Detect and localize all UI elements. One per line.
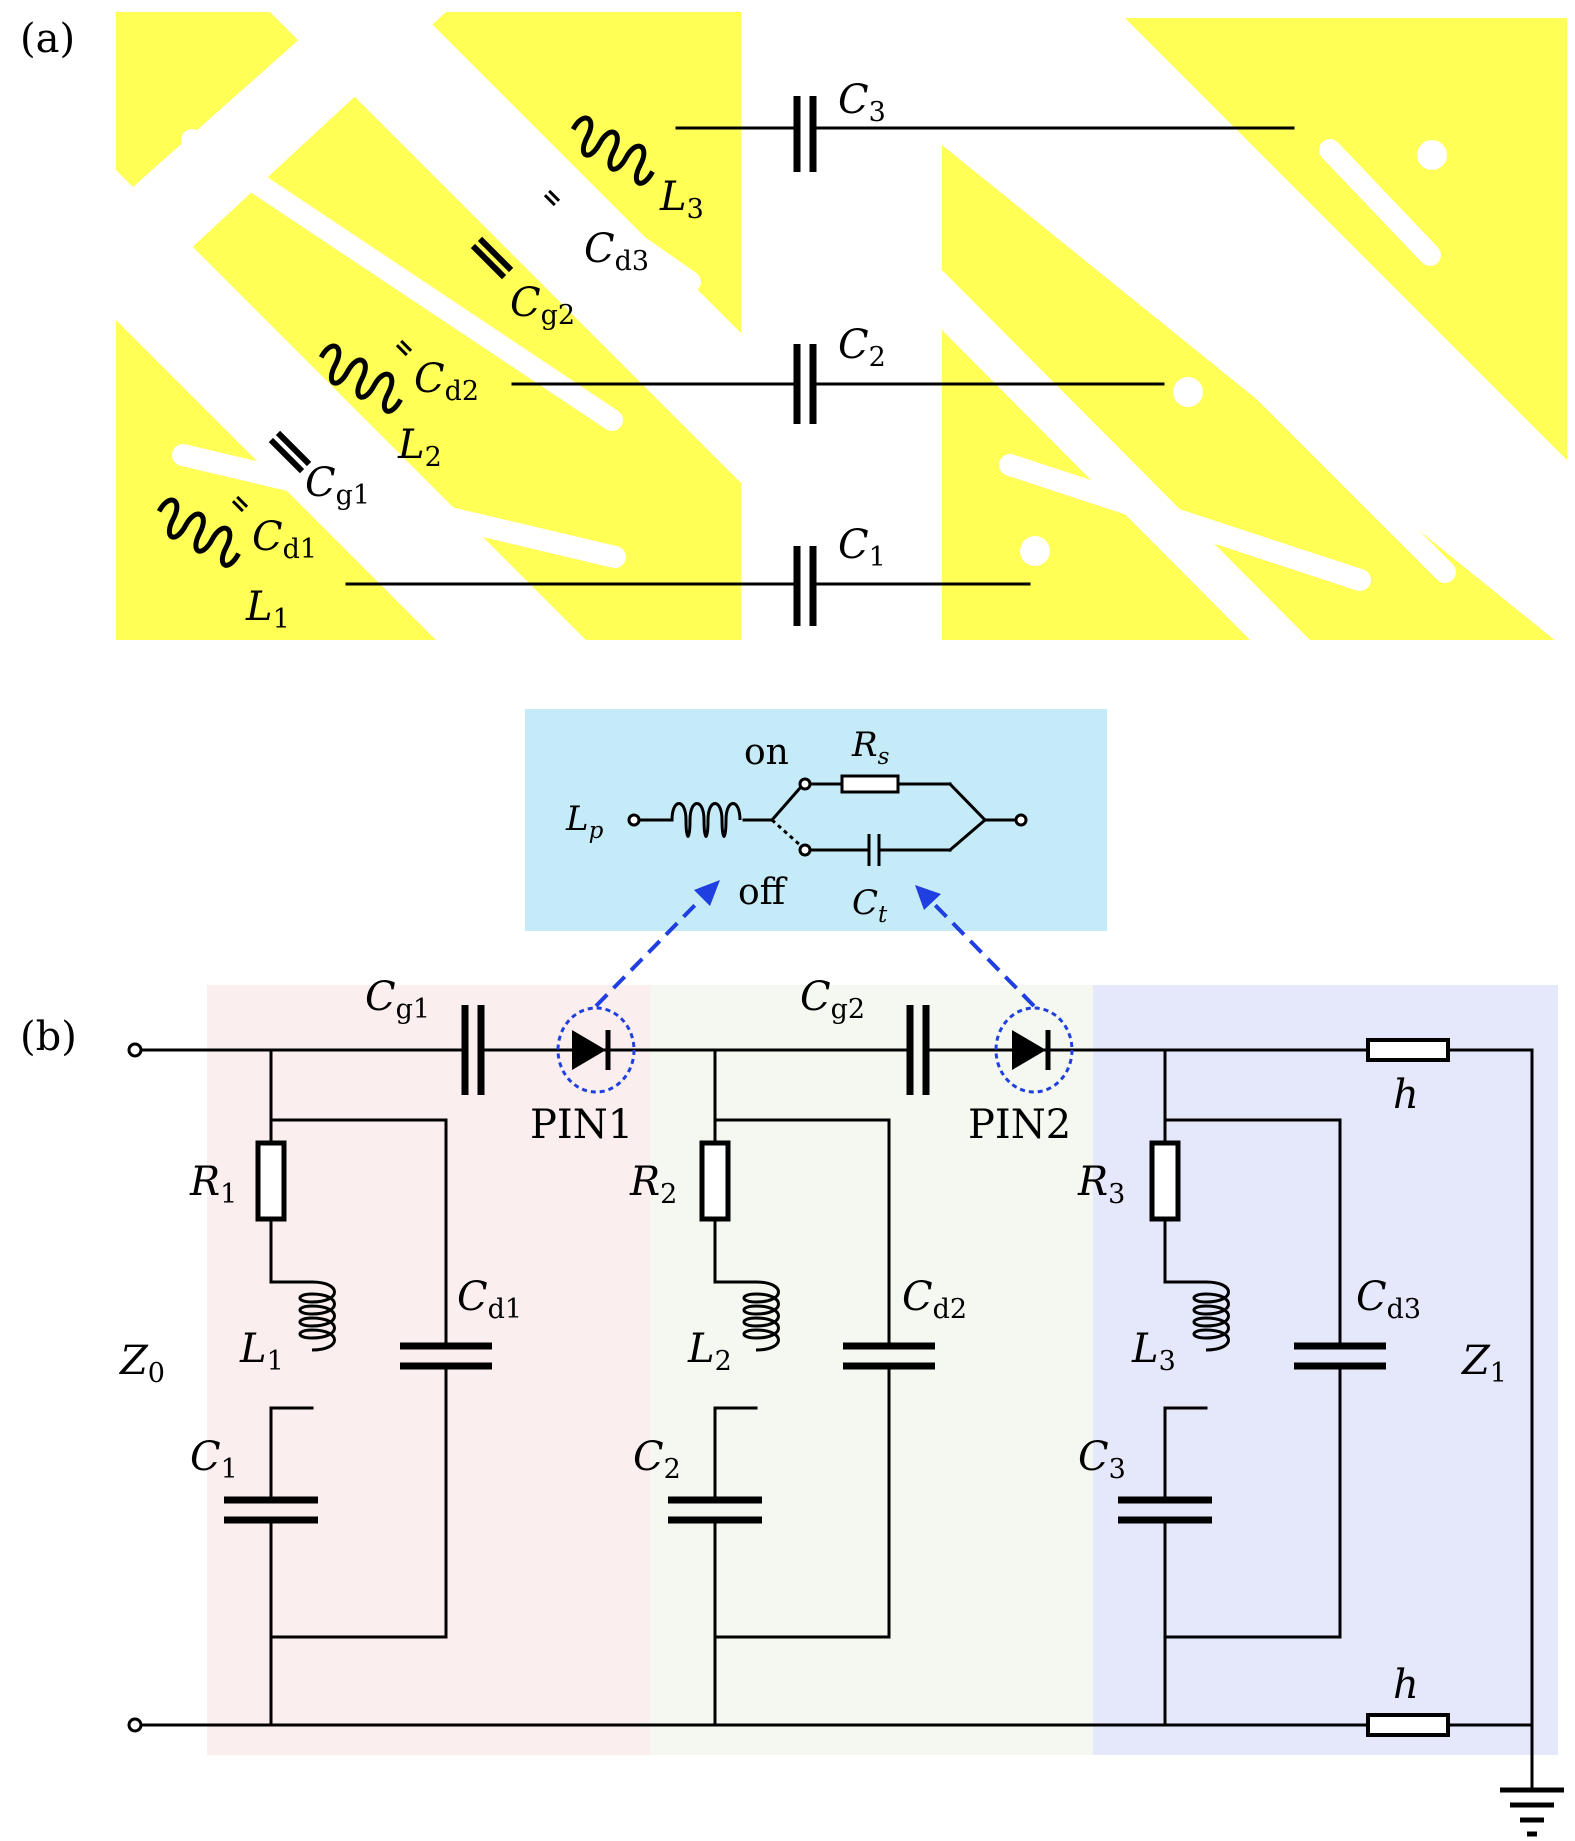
b-label-L1: L1	[239, 1326, 284, 1377]
b-label-C3: C3	[1078, 1434, 1126, 1485]
inductor-L2-icon	[318, 343, 403, 414]
capacitor-Cd1-icon	[231, 495, 249, 513]
inset-label-Rs: Rs	[851, 725, 890, 770]
b-label-h-top: h	[1393, 1072, 1419, 1118]
a-label-C3: C3	[838, 77, 886, 128]
b-label-Cg2: Cg2	[800, 974, 865, 1025]
top-rail	[127, 1038, 1534, 1792]
panel-b-label: (b)	[20, 1014, 77, 1060]
b-label-R2: R2	[629, 1159, 677, 1210]
capacitor-C1	[345, 546, 1031, 626]
b-label-Cd1: Cd1	[457, 1274, 522, 1325]
b-label-L2: L2	[687, 1326, 732, 1377]
b-label-L3: L3	[1131, 1326, 1176, 1377]
shunt-section-3	[1118, 1048, 1386, 1727]
gap-right-bottom	[942, 270, 1310, 640]
b-label-PIN2: PIN2	[968, 1102, 1071, 1148]
slot-r3	[999, 454, 1371, 591]
b-label-Cd2: Cd2	[902, 1274, 967, 1325]
inductor-L3-icon	[570, 115, 655, 186]
unit-cell-right	[942, 18, 1567, 640]
a-label-L2: L2	[397, 422, 442, 473]
b-label-Cg1: Cg1	[365, 974, 430, 1025]
section-3-background	[1093, 985, 1558, 1755]
ground-icon	[1500, 1787, 1564, 1837]
b-label-Cd3: Cd3	[1356, 1274, 1421, 1325]
section-1-background	[207, 985, 650, 1755]
a-label-Cg1: Cg1	[305, 460, 370, 511]
slot-r2	[1319, 139, 1441, 266]
capacitor-Cg1	[461, 1005, 485, 1095]
b-label-C2: C2	[633, 1434, 681, 1485]
b-label-R1: R1	[189, 1159, 237, 1210]
gap-right-top	[942, 18, 1567, 640]
via-r1	[1417, 140, 1447, 170]
via-r2	[1173, 377, 1203, 407]
inset-label-on: on	[744, 732, 789, 773]
b-label-Z1: Z1	[1460, 1338, 1507, 1389]
a-label-L3: L3	[659, 174, 704, 225]
shunt-section-1	[224, 1048, 492, 1727]
inset-label-off: off	[738, 872, 788, 913]
slot-1	[181, 129, 623, 431]
capacitor-C2	[511, 344, 1165, 424]
a-label-Cg2: Cg2	[510, 280, 575, 331]
resistor-h-top	[1366, 1038, 1450, 1062]
a-label-C2: C2	[838, 322, 886, 373]
b-label-R3: R3	[1077, 1159, 1125, 1210]
capacitor-C3	[675, 96, 1295, 172]
inset-label-Lp: Lp	[565, 799, 604, 844]
inductor-L1-icon	[156, 497, 241, 568]
arrow-pin2-to-inset	[915, 885, 1036, 1008]
capacitor-Cg1-icon	[268, 430, 312, 474]
slot-3	[172, 444, 626, 568]
panel-a-label: (a)	[20, 16, 75, 62]
a-label-L1: L1	[245, 584, 290, 635]
a-label-Cd1: Cd1	[252, 514, 317, 565]
a-label-C1: C1	[838, 522, 886, 573]
a-label-Cd2: Cd2	[414, 356, 479, 407]
capacitor-Cd2-icon	[395, 339, 413, 357]
pin-diode-2	[994, 1006, 1074, 1094]
capacitor-Cg2	[906, 1005, 930, 1095]
unit-cell-left	[116, 12, 741, 640]
b-label-C1: C1	[190, 1434, 238, 1485]
b-label-h-bottom: h	[1393, 1662, 1419, 1708]
inset-label-Ct: Ct	[852, 883, 888, 928]
b-label-Z0: Z0	[118, 1338, 165, 1389]
slot-r1	[1007, 134, 1456, 583]
b-label-PIN1: PIN1	[530, 1102, 633, 1148]
via-r3	[1020, 536, 1050, 566]
pin-diode-1	[556, 1006, 636, 1094]
gap-diagonal-1	[270, 12, 741, 483]
pin-model-circuit	[627, 774, 1028, 866]
shunt-section-2	[668, 1048, 935, 1727]
capacitor-Cg2-icon	[470, 236, 514, 280]
arrow-pin1-to-inset	[594, 880, 720, 1008]
a-label-Cd3: Cd3	[584, 226, 649, 277]
resistor-h-bottom	[1366, 1713, 1450, 1737]
capacitor-Cd3-icon	[543, 189, 561, 207]
section-2-background	[650, 985, 1093, 1755]
slot-2	[487, 137, 701, 293]
